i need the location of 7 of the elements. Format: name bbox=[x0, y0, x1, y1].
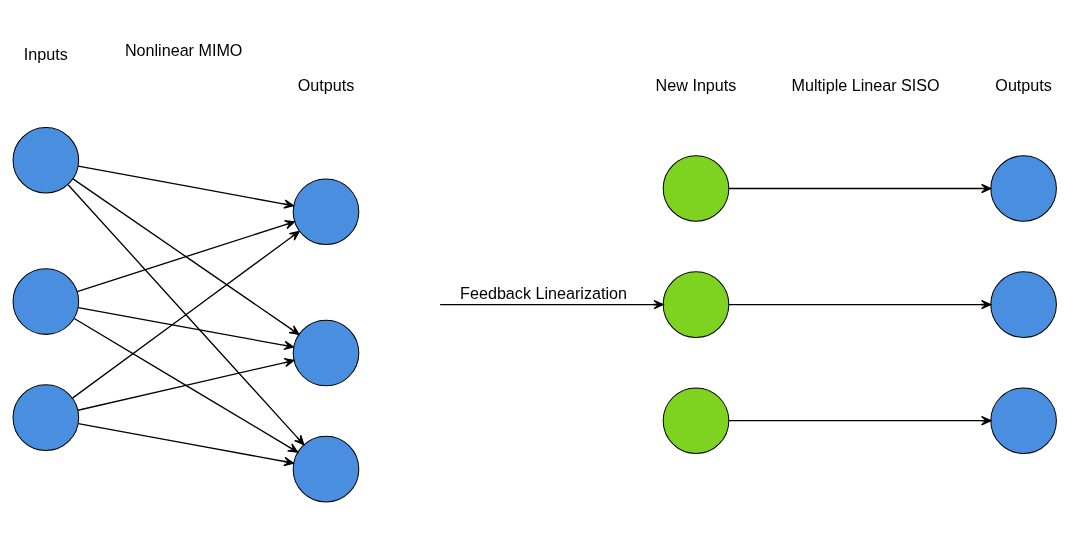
label: Nonlinear MIMO bbox=[124, 41, 243, 60]
edge-label: Feedback Linearization bbox=[460, 284, 628, 303]
label: Multiple Linear SISO bbox=[791, 76, 940, 95]
label: Inputs bbox=[23, 45, 68, 64]
label: Outputs bbox=[297, 76, 355, 95]
label: New Inputs bbox=[655, 76, 737, 95]
label: Outputs bbox=[995, 76, 1052, 95]
